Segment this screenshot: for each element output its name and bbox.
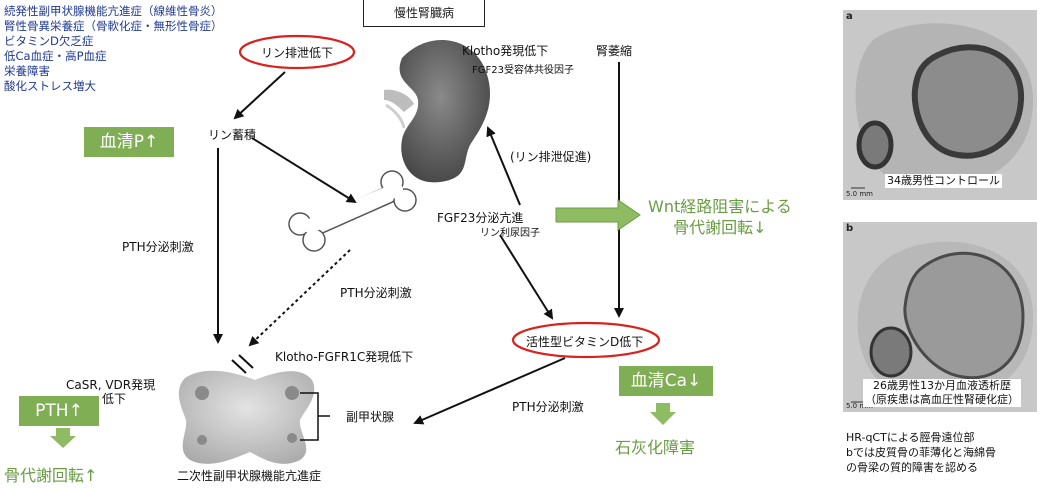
- klotho-down-label: Klotho発現低下: [462, 44, 549, 58]
- wnt-line1: Wnt経路阻害による: [648, 197, 792, 216]
- phosphaturic-factor-label: リン利尿因子: [480, 228, 540, 239]
- scale-b-label: 5.0 mm: [846, 402, 873, 410]
- cause-item: 続発性副甲状腺機能亢進症（線維性骨炎）: [4, 4, 223, 18]
- bone-turnover-up-label: 骨代謝回転↑: [4, 466, 98, 485]
- cause-item: 栄養障害: [4, 64, 50, 78]
- ct-panel-a: a 5.0 mm 34歳男性コントロール: [843, 10, 1037, 200]
- pth-down-arrow: [50, 428, 76, 448]
- note-line: の骨梁の質的障害を認める: [846, 461, 978, 474]
- note-line: bでは皮質骨の菲薄化と海綿骨: [846, 446, 996, 459]
- casr-line2: 低下: [102, 392, 127, 406]
- ct-note: HR-qCTによる脛骨遠位部 bでは皮質骨の菲薄化と海綿骨 の骨梁の質的障害を認…: [846, 430, 996, 475]
- klotho-fgfr1c-label: Klotho-FGFR1C発現低下: [275, 350, 414, 364]
- phos-excretion-oval: [238, 34, 356, 70]
- ct-image-a: [843, 10, 1037, 200]
- cause-item: 低Ca血症・高P血症: [4, 49, 107, 63]
- arrow-fgf23-to-kidney: [486, 126, 521, 206]
- panel-a-letter: a: [846, 11, 853, 22]
- ca-down-arrow: [650, 403, 676, 425]
- serum-ca-box: 血清Ca↓: [619, 366, 713, 396]
- calcification-label: 石灰化障害: [615, 438, 696, 457]
- parathyroid-label: 副甲状腺: [346, 410, 395, 424]
- panel-b-caption: 26歳男性13か月血液透析歴 （原疾患は高血圧性腎硬化症）: [863, 379, 1021, 407]
- casr-label: CaSR, VDR発現 低下: [66, 378, 155, 406]
- wnt-text: Wnt経路阻害による 骨代謝回転↓: [648, 196, 792, 238]
- panel-b-caption-line2: （原疾患は高血圧性腎硬化症）: [865, 393, 1019, 406]
- panel-a-caption: 34歳男性コントロール: [885, 174, 1002, 188]
- note-line: HR-qCTによる脛骨遠位部: [846, 431, 975, 444]
- vitd-down-label: 活性型ビタミンD低下: [526, 335, 644, 349]
- phos-accum-label: リン蓄積: [208, 128, 257, 142]
- phos-excretion-up-label: (リン排泄促進): [510, 150, 592, 164]
- cause-item: ビタミンD欠乏症: [4, 34, 94, 48]
- panel-b-letter: b: [846, 223, 854, 234]
- vitd-oval: [511, 321, 661, 359]
- pth-stim-left-label: PTH分泌刺激: [122, 240, 194, 254]
- fgf23-coreceptor-label: FGF23受容体共役因子: [472, 65, 574, 76]
- fgf23-secretion-label: FGF23分泌亢進: [437, 211, 524, 225]
- wnt-line2: 骨代謝回転↓: [673, 218, 767, 237]
- wnt-arrow: [555, 199, 641, 231]
- parathyroid-icon: [178, 370, 315, 464]
- cause-list: 続発性副甲状腺機能亢進症（線維性骨炎） 腎性骨異栄養症（骨軟化症・無形性骨症） …: [4, 4, 223, 94]
- bone-icon: [288, 170, 417, 252]
- kidney-icon: [384, 39, 491, 183]
- panel-b-caption-line1: 26歳男性13か月血液透析歴: [873, 379, 1011, 392]
- arrow-bone-to-pth-dotted: [248, 249, 351, 347]
- cause-item: 酸化ストレス増大: [4, 79, 96, 93]
- secondary-hpt-label: 二次性副甲状腺機能亢進症: [177, 469, 322, 483]
- arrow-vitd-to-parathyroid: [413, 357, 566, 425]
- arrow-accum-to-bone: [251, 137, 357, 204]
- arrow-fgf23-to-vitd: [499, 234, 554, 320]
- cause-item: 腎性骨異栄養症（骨軟化症・無形性骨症）: [4, 19, 223, 33]
- pth-stim-mid-label: PTH分泌刺激: [340, 286, 412, 300]
- scale-a-label: 5.0 mm: [846, 190, 873, 198]
- phos-excretion-down-label: リン排泄低下: [261, 46, 334, 60]
- arrow-phos-to-accum: [233, 71, 286, 120]
- ckd-box: 慢性腎臓病: [363, 0, 485, 27]
- pth-up-box: PTH↑: [19, 396, 99, 426]
- renal-atrophy-label: 腎萎縮: [596, 44, 633, 58]
- serum-p-box: 血清P↑: [84, 127, 174, 157]
- casr-line1: CaSR, VDR発現: [66, 378, 156, 392]
- ct-panel-b: b 5.0 mm 26歳男性13か月血液透析歴 （原疾患は高血圧性腎硬化症）: [843, 222, 1037, 412]
- pth-stim-bottom-label: PTH分泌刺激: [512, 400, 584, 414]
